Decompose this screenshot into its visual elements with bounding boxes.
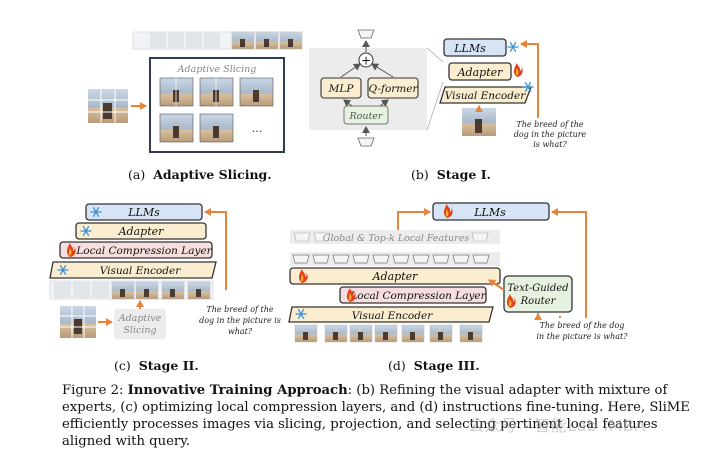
token-strip-d — [294, 324, 483, 343]
router-box — [343, 105, 389, 125]
output-token — [357, 29, 375, 39]
token-strip-c — [49, 280, 214, 300]
caption-body: : (b) Refining the visual adapter with m… — [62, 383, 690, 449]
text-guided-router-box — [503, 275, 573, 313]
caption-c: (c) Stage II. — [114, 358, 199, 373]
token-strip — [132, 31, 303, 50]
caption-title: Innovative Training Approach — [127, 383, 348, 398]
router-label: Router — [349, 111, 384, 122]
plus-sign: + — [361, 54, 371, 68]
panel-d: LLMs Global & Top-k Local Features — [288, 202, 628, 373]
svg-text:The breed of the dog: The breed of the dog — [540, 321, 625, 330]
svg-text:The breed of the: The breed of the — [206, 305, 274, 314]
lcl-box-c — [59, 241, 213, 259]
llm-box-d — [432, 202, 550, 221]
svg-text:dog in the picture: dog in the picture — [514, 130, 587, 139]
panel-c: LLMs Adapter Local Compression Layer Vis… — [49, 203, 281, 373]
adaptive-label-c-1: Adaptive — [118, 313, 162, 324]
question-b: The breed of the dog in the picture is w… — [514, 120, 587, 149]
figure-diagram: Adaptive Slicing ... (a) Adaptive Slicin… — [49, 29, 628, 373]
question-c: The breed of the dog in the picture is w… — [199, 305, 281, 336]
adapter-label-c: Adapter — [118, 225, 165, 238]
adapter-box-d — [289, 267, 501, 285]
llm-label-b: LLMs — [453, 42, 486, 55]
visual-encoder-box-b — [439, 86, 532, 104]
svg-text:The breed of the: The breed of the — [516, 120, 584, 129]
slice-tiles — [159, 77, 274, 143]
llm-label-c: LLMs — [127, 206, 160, 219]
visual-encoder-label-b: Visual Encoder — [445, 90, 526, 102]
svg-text:what?: what? — [228, 327, 253, 336]
llm-box-b — [443, 38, 507, 57]
global-topk-label: Global & Top-k Local Features — [323, 233, 470, 244]
input-image-grid — [88, 89, 128, 123]
text-arrow-d — [551, 208, 587, 318]
caption-b: (b) Stage I. — [411, 167, 491, 182]
qformer-box — [367, 77, 419, 99]
visual-encoder-box-d — [288, 306, 494, 323]
lcl-label-d: Local Compression Layer — [349, 290, 486, 302]
adapter-box-b — [448, 62, 512, 81]
svg-text:dog in the picture is: dog in the picture is — [199, 316, 281, 325]
caption-a: (a) Adaptive Slicing. — [128, 167, 272, 182]
caption-d: (d) Stage III. — [388, 358, 480, 373]
panel-a: Adaptive Slicing ... (a) Adaptive Slicin… — [88, 31, 303, 182]
router-label-d-2: Router — [520, 296, 557, 307]
panel-b: + MLP Q-former Router LLMs Adapter Visua… — [309, 29, 587, 182]
watermark: 公众号 · 智能Lab IMBA — [468, 416, 646, 435]
input-photo-b — [462, 108, 496, 136]
adapter-label-b: Adapter — [457, 66, 504, 79]
frozen-icon — [507, 42, 519, 52]
svg-text:is what?: is what? — [533, 140, 567, 149]
visual-encoder-label-d: Visual Encoder — [352, 310, 433, 322]
adapter-output-tokens — [290, 252, 500, 266]
lcl-label-c: Local Compression Layer — [75, 245, 212, 257]
adaptive-slicing-box-c — [114, 309, 166, 339]
adaptive-label-c-2: Slicing — [123, 325, 156, 336]
figure-caption: Figure 2: Innovative Training Approach: … — [62, 382, 702, 450]
input-image-grid-c — [60, 306, 96, 338]
sum-node — [358, 52, 374, 68]
input-token — [357, 137, 375, 147]
caption-prefix: Figure 2: — [62, 383, 128, 398]
visual-encoder-box-c — [49, 261, 217, 279]
text-arrow-c — [204, 208, 227, 290]
llm-box-c — [85, 203, 203, 221]
lcl-box-d — [339, 286, 487, 304]
svg-text:in the picture is what?: in the picture is what? — [536, 332, 628, 341]
qformer-label: Q-former — [369, 83, 419, 95]
more-slices-ellipsis: ... — [252, 122, 263, 135]
trainable-icon — [513, 63, 523, 77]
adapter-box-c — [75, 222, 207, 240]
router-label-d-1: Text-Guided — [507, 283, 568, 294]
mlp-box — [320, 77, 362, 99]
question-d: The breed of the dog in the picture is w… — [536, 321, 628, 341]
adaptive-slicing-label: Adaptive Slicing — [177, 64, 257, 75]
llm-label-d: LLMs — [473, 206, 506, 219]
adapter-label-d: Adapter — [372, 270, 419, 283]
mlp-label: MLP — [328, 83, 355, 95]
text-arrow-b — [520, 40, 539, 118]
features-to-llm-arrow — [397, 208, 431, 230]
global-topk-strip: Global & Top-k Local Features — [290, 230, 500, 244]
visual-encoder-label-c: Visual Encoder — [100, 265, 181, 277]
